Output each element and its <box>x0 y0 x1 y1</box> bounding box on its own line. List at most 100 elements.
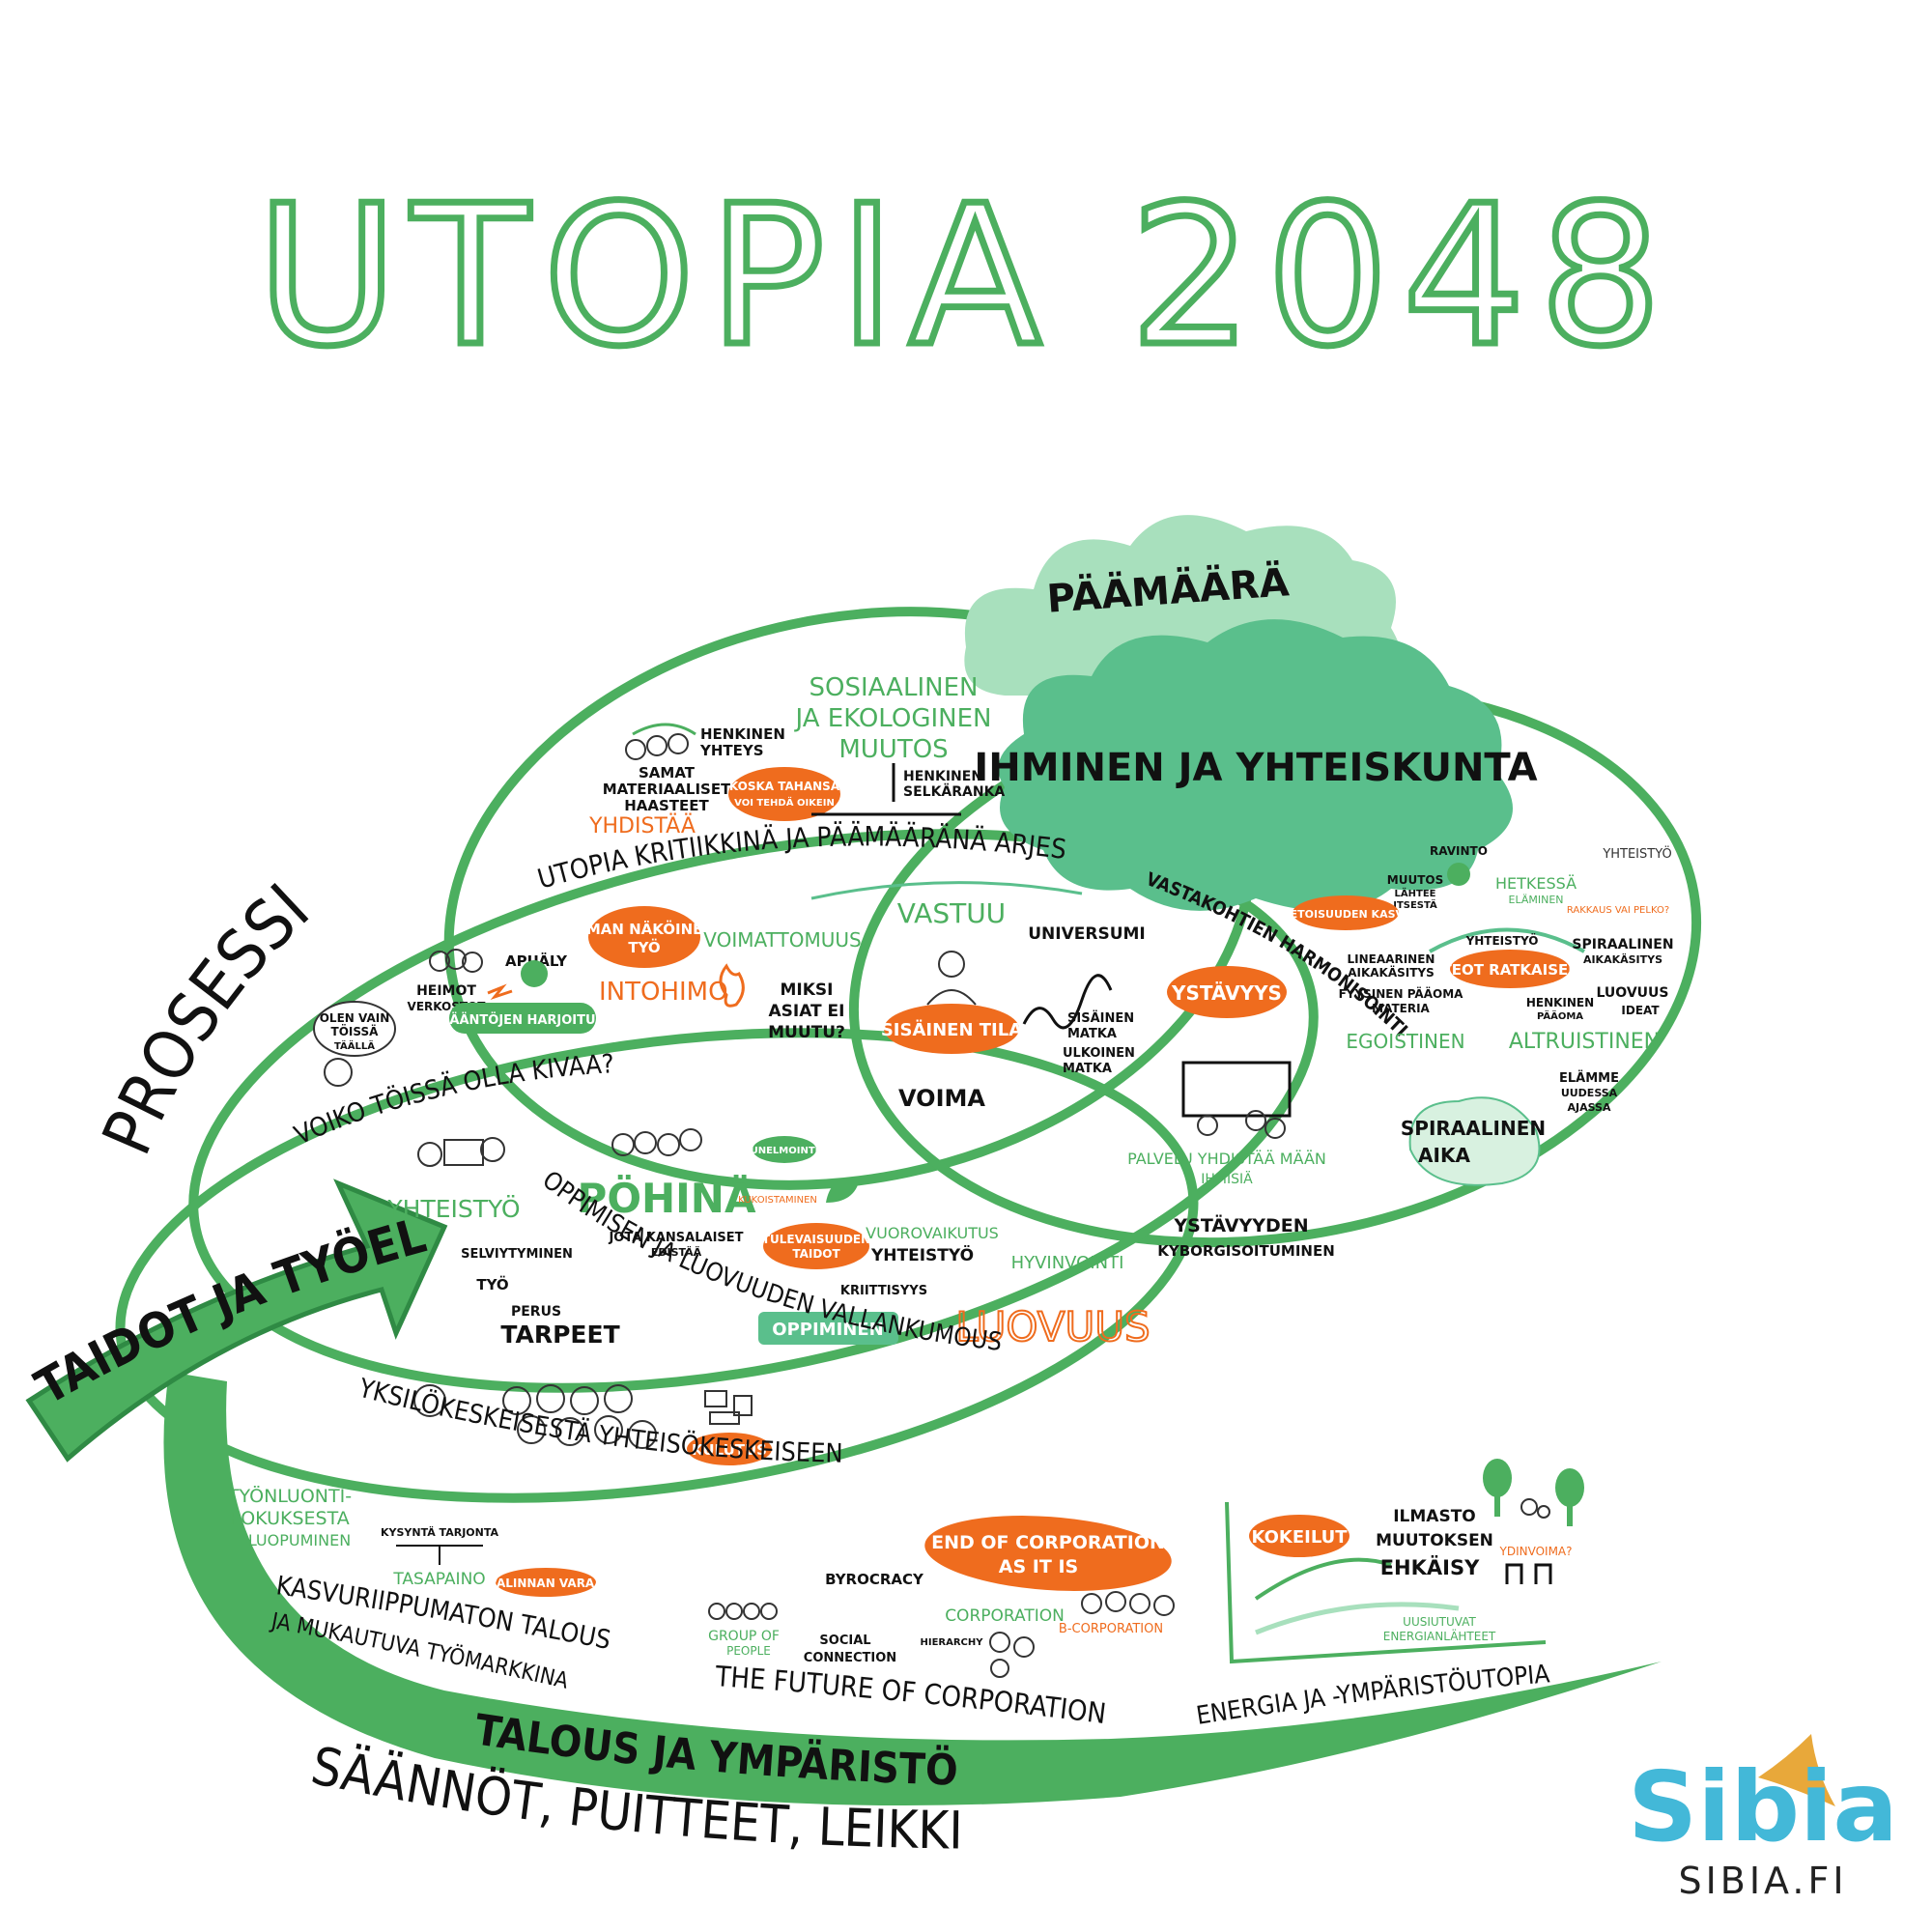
universumi: UNIVERSUMI <box>1028 924 1146 944</box>
connection-icon <box>632 723 696 736</box>
ilmasto-3: EHKÄISY <box>1380 1555 1480 1579</box>
lineaarinen-2: AIKAKÄSITYS <box>1348 965 1435 980</box>
oppiminen: OPPIMINEN <box>772 1320 883 1340</box>
tribe-faces-icon <box>429 949 483 973</box>
miksi-1: MIKSI <box>781 980 834 1000</box>
luovuus-ideat-2: IDEAT <box>1621 1004 1660 1017</box>
hyvinvointi: HYVINVOINTI <box>1011 1253 1124 1273</box>
koska-bubble <box>728 767 840 821</box>
lower-ellipse-content: YHTEISTYÖ SELVIYTYMINEN TYÖ PERUS TARPEE… <box>355 1128 1151 1469</box>
henkinen-paaoma-2: PÄÄOMA <box>1537 1009 1583 1022</box>
henkinen-paaoma-1: HENKINEN <box>1526 996 1594 1009</box>
oman-bubble <box>588 906 700 968</box>
ilmasto-2: MUUTOKSEN <box>1376 1531 1493 1550</box>
kyborg-1: YSTÄVYYDEN <box>1173 1213 1308 1236</box>
ystavyys-bubble <box>1167 966 1287 1018</box>
balance-icon <box>396 1545 483 1565</box>
henkinen-yhteys-2: YHTEYS <box>699 742 764 759</box>
unelmointi: UNELMOINTI <box>751 1146 819 1156</box>
voimattomuus: VOIMATTOMUUS <box>703 928 861 952</box>
middle-ellipse <box>188 829 1319 1393</box>
goal-main: IHMINEN JA YHTEISKUNTA <box>974 746 1537 790</box>
selkaranka-2: SELKÄRANKA <box>903 783 1005 800</box>
trees-icon <box>1483 1459 1584 1526</box>
sisainen-tila-bubble <box>884 1004 1019 1054</box>
social-1: SOCIAL <box>819 1634 870 1648</box>
social-change-2: JA EKOLOGINEN <box>794 704 992 733</box>
tyo: TYÖ <box>476 1275 508 1293</box>
sibia-logo: Sibia SIBIA.FI <box>1628 1734 1898 1902</box>
olen-bubble <box>313 1001 396 1057</box>
voima: VOIMA <box>898 1085 985 1112</box>
yhteistyo2: YHTEISTYÖ <box>1465 933 1539 948</box>
right-ellipse-content: RAVINTO MUUTOS LÄHTEE ITSESTÄ HETKESSÄ E… <box>1279 844 1674 1186</box>
pohina: PÖHINÄ <box>578 1174 756 1222</box>
luovuus-ideat-1: LUOVUUS <box>1597 985 1669 1001</box>
perus: PERUS <box>511 1304 561 1320</box>
worker-face-icon <box>324 1058 353 1087</box>
oman-1: OMAN NÄKÖINEN <box>574 920 715 938</box>
olen-1: OLEN VAIN <box>320 1011 390 1025</box>
koska-1: KOSKA TAHANSA <box>729 780 840 793</box>
voiko-label: VOIKO TÖISSÄ OLLA KIVAA? <box>290 1049 614 1151</box>
skills-arrow <box>25 1179 448 1463</box>
social-change-3: MUUTOS <box>838 735 948 764</box>
olen-3: TÄÄLLÄ <box>334 1038 375 1052</box>
future-label: THE FUTURE OF CORPORATION <box>713 1660 1107 1730</box>
crowd-cheering-icon <box>611 1128 702 1156</box>
kulutus: KULUTUS <box>692 1441 767 1459</box>
kulkuinen: KUKOISTAMINEN <box>738 1195 817 1206</box>
spiral-cloud <box>1408 1096 1541 1186</box>
kriittisyys: KRIITTISYYS <box>840 1284 927 1298</box>
spiraalinen-2: AIKA <box>1418 1144 1470 1167</box>
kulutus-bubble <box>687 1433 772 1465</box>
oppiminen-bubble <box>758 1312 898 1345</box>
ilmasto-1: ILMASTO <box>1393 1507 1476 1526</box>
tulevaisuuden-2: TAIDOT <box>792 1247 840 1261</box>
byrocracy: BYROCRACY <box>825 1571 924 1588</box>
tyonluonti-3: LUOPUMINEN <box>248 1531 351 1549</box>
henkinen-yhteys-1: HENKINEN <box>700 725 785 743</box>
valinnan-bubble <box>496 1568 596 1597</box>
group-1: GROUP OF <box>708 1629 780 1644</box>
teot: TEOT RATKAISEE <box>1441 961 1577 979</box>
group-people-icon <box>708 1603 778 1620</box>
uusiutuvat-1: UUSIUTUVAT <box>1403 1615 1476 1629</box>
flame-icon <box>719 963 745 1008</box>
matka-3: ULKOINEN <box>1063 1046 1135 1061</box>
journey-squiggle-icon <box>1022 974 1113 1030</box>
luovuus: LUOVUUS <box>955 1303 1150 1350</box>
corporation: CORPORATION <box>945 1606 1065 1626</box>
vuorovaikutus-1: VUOROVAIKUTUS <box>866 1224 999 1242</box>
people-group-icon <box>625 733 689 760</box>
muutos-2: LÄHTEE <box>1395 886 1436 899</box>
elamme-3: AJASSA <box>1568 1101 1611 1114</box>
palvelu-2: IHMISIÄ <box>1201 1170 1253 1187</box>
selkaranka-1: HENKINEN <box>903 769 982 784</box>
samat-1: SAMAT <box>639 764 696 781</box>
leaves-icon <box>826 1178 860 1203</box>
miksi-3: MUUTU? <box>768 1023 845 1042</box>
logo-name: Sibia <box>1628 1750 1898 1863</box>
spark-icon <box>487 983 513 1001</box>
altruistinen: ALTRUISTINEN <box>1509 1030 1660 1054</box>
energy-trend-line <box>1254 1557 1392 1601</box>
side-label-prosessi: PROSESSI <box>87 869 324 1166</box>
kansalaiset-2: EDISTÄÄ <box>651 1245 702 1259</box>
lower-ellipse <box>115 1028 1199 1503</box>
vastuu-arc <box>810 881 1083 900</box>
olen-2: TÖISSÄ <box>331 1024 380 1038</box>
hierarchy: HIERARCHY <box>920 1637 983 1648</box>
tietoisuuden-bubble <box>1293 895 1399 930</box>
social-change-1: SOSIAALINEN <box>810 673 979 702</box>
egoistinen: EGOISTINEN <box>1346 1030 1464 1053</box>
energy-trend-line-2 <box>1255 1602 1460 1635</box>
service-screen-icon <box>1181 1061 1292 1118</box>
corporate-people-icon <box>989 1632 1035 1678</box>
koska-2: VOI TEHDÄ OIKEIN <box>734 795 835 809</box>
muutos-3: ITSESTÄ <box>1393 897 1437 911</box>
many-faces-icon <box>413 1384 657 1449</box>
title: UTOPIA 2048 <box>257 164 1676 389</box>
selviytyminen: SELVIYTYMINEN <box>461 1247 573 1262</box>
